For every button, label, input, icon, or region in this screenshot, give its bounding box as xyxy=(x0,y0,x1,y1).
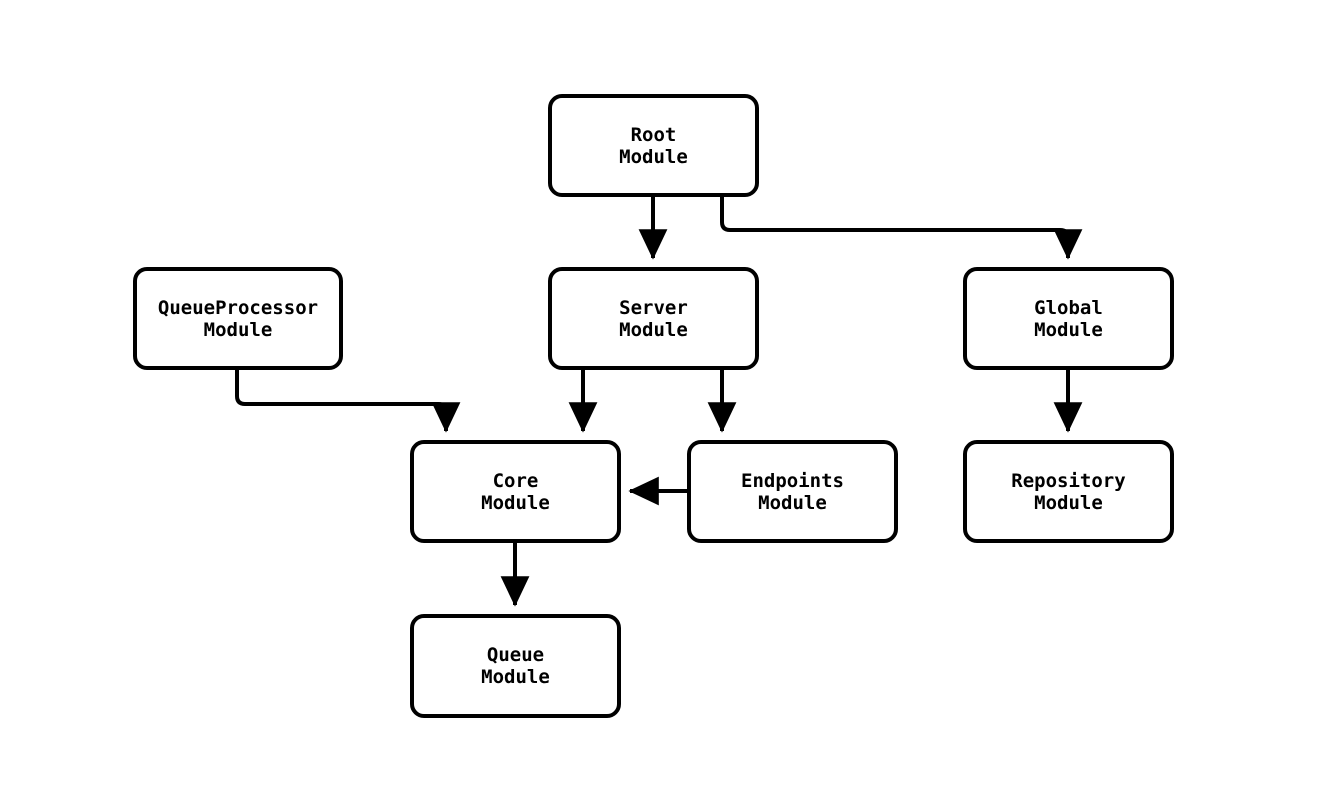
node-global-module[interactable]: Global Module xyxy=(963,267,1174,370)
node-core-module-label: Core Module xyxy=(481,469,550,514)
node-root-module[interactable]: Root Module xyxy=(548,94,759,197)
node-core-module[interactable]: Core Module xyxy=(410,440,621,543)
node-endpoints-module[interactable]: Endpoints Module xyxy=(687,440,898,543)
node-repository-module-label: Repository Module xyxy=(1011,469,1126,514)
node-root-module-label: Root Module xyxy=(619,123,688,168)
node-queueprocessor-module-label: QueueProcessor Module xyxy=(157,296,319,341)
node-queueprocessor-module[interactable]: QueueProcessor Module xyxy=(133,267,343,370)
node-queue-module-label: Queue Module xyxy=(481,644,550,688)
node-repository-module[interactable]: Repository Module xyxy=(963,440,1174,543)
node-endpoints-module-label: Endpoints Module xyxy=(741,469,844,514)
node-queue-module[interactable]: Queue Module xyxy=(410,614,621,718)
node-server-module-label: Server Module xyxy=(619,296,688,341)
node-global-module-label: Global Module xyxy=(1034,296,1103,341)
edge-root-to-global xyxy=(720,197,1083,260)
edge-queueprocessor-to-core xyxy=(235,370,461,433)
node-server-module[interactable]: Server Module xyxy=(548,267,759,370)
